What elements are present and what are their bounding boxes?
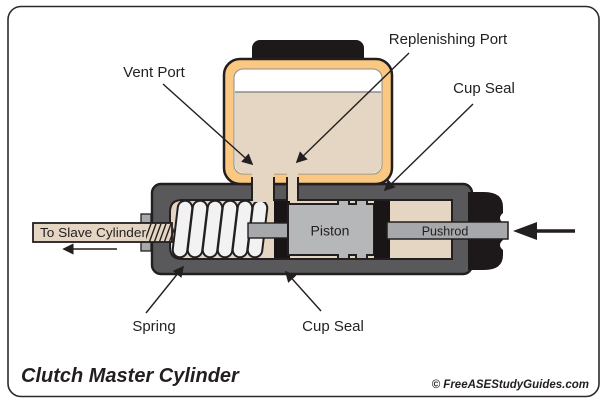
callout-arrows: [62, 52, 474, 314]
force-arrow: [513, 222, 575, 240]
vent-port-label: Vent Port: [123, 64, 186, 81]
spring-label: Spring: [132, 318, 175, 335]
outlet-tube: To Slave Cylinder: [32, 213, 174, 252]
replenishing-port-channel: [287, 170, 298, 202]
vent-port-arrow: [162, 83, 254, 166]
cup-seal-top-arrow: [383, 103, 474, 192]
pushrod-label: Pushrod: [422, 225, 469, 239]
cup-seal-bottom-label: Cup Seal: [302, 318, 364, 335]
tube-label: To Slave Cylinder: [40, 226, 146, 240]
credit-text: © FreeASEStudyGuides.com: [432, 379, 589, 391]
piston-label: Piston: [311, 223, 350, 239]
pushrod: Pushrod: [386, 221, 509, 240]
ports: [251, 170, 299, 202]
diagram-title: Clutch Master Cylinder: [21, 365, 240, 387]
replenishing-port-arrow: [295, 52, 410, 164]
thread-hatching: [146, 224, 174, 242]
cup-seal-right: [374, 201, 390, 258]
replenishing-port-label: Replenishing Port: [389, 31, 508, 48]
reservoir: [222, 57, 394, 186]
spring-rod: [247, 222, 291, 239]
cup-seal-bottom-arrow: [284, 270, 322, 312]
cup-seal-top-label: Cup Seal: [453, 80, 515, 97]
vent-port-channel: [252, 170, 274, 202]
spring-arrow: [145, 265, 185, 314]
reservoir-fluid: [235, 92, 381, 173]
